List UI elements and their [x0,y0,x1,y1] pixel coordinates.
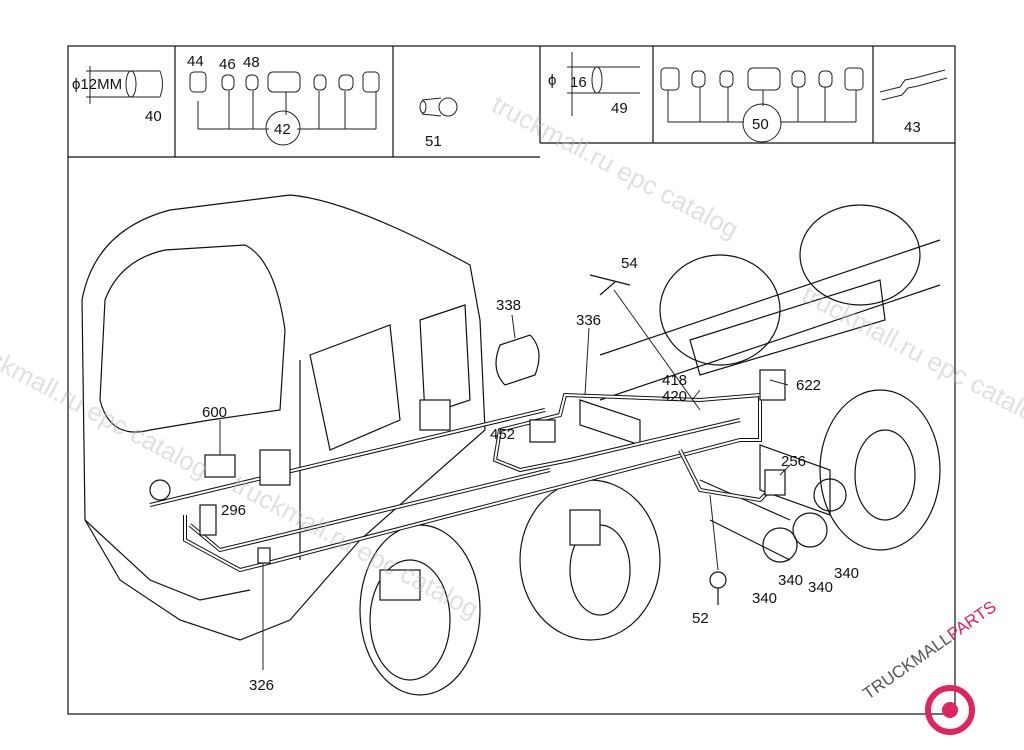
callout-340: 340 [834,565,859,582]
callout-46: 46 [219,56,236,73]
pipe-12mm-detail: ϕ12MM 40 [72,66,163,125]
callout-49: 49 [611,100,628,117]
callout-336: 336 [576,312,601,329]
svg-text:truckmall.ru epc catalog: truckmall.ru epc catalog [797,279,1024,434]
callout-54: 54 [621,255,638,272]
pipe-16mm-detail: ϕ 16 49 [548,52,640,117]
callout-622: 622 [796,377,821,394]
callout-326: 326 [249,677,274,694]
fitting-set-50: 50 [660,67,864,143]
callout-256: 256 [781,453,806,470]
callout-452: 452 [490,426,515,443]
watermark: truckmall.ru epc catalog truckmall.ru ep… [0,89,1024,624]
callout-51: 51 [425,133,442,150]
banjo-fitting-51: 51 [419,97,458,150]
callout-420: 420 [662,388,687,405]
callouts: 54 338 336 418 420 622 452 600 296 256 3… [202,255,859,694]
callout-44: 44 [187,53,204,70]
callout-296: 296 [221,502,246,519]
svg-text:truckmall.ru epc catalog: truckmall.ru epc catalog [0,329,214,484]
callout-43: 43 [904,119,921,136]
diameter-symbol: ϕ [548,72,556,89]
callout-600: 600 [202,404,227,421]
connector-43: 43 [879,69,948,136]
fitting-set-42: 44 46 48 42 [187,53,380,146]
gear-logo-center [942,702,958,718]
valves [199,274,786,605]
callout-40: 40 [145,108,162,125]
callout-48: 48 [243,54,260,71]
pipe-diameter-label: ϕ12MM [72,76,122,93]
gear-logo-icon [925,685,975,735]
truck-illustration [81,194,941,696]
callout-52: 52 [692,610,709,627]
pipe-diameter-label: 16 [570,74,587,91]
callout-340: 340 [808,579,833,596]
diagram-frame [67,45,956,715]
callout-338: 338 [496,297,521,314]
callout-42: 42 [274,121,291,138]
callout-418: 418 [662,372,687,389]
truckmall-logo: TRUCKMALLPARTS [859,597,999,703]
svg-text:TRUCKMALLPARTS: TRUCKMALLPARTS [859,597,999,703]
callout-50: 50 [752,116,769,133]
leader-lines [219,289,791,670]
svg-text:truckmall.ru epc catalog: truckmall.ru epc catalog [227,469,484,624]
callout-340: 340 [778,572,803,589]
callout-340: 340 [752,590,777,607]
